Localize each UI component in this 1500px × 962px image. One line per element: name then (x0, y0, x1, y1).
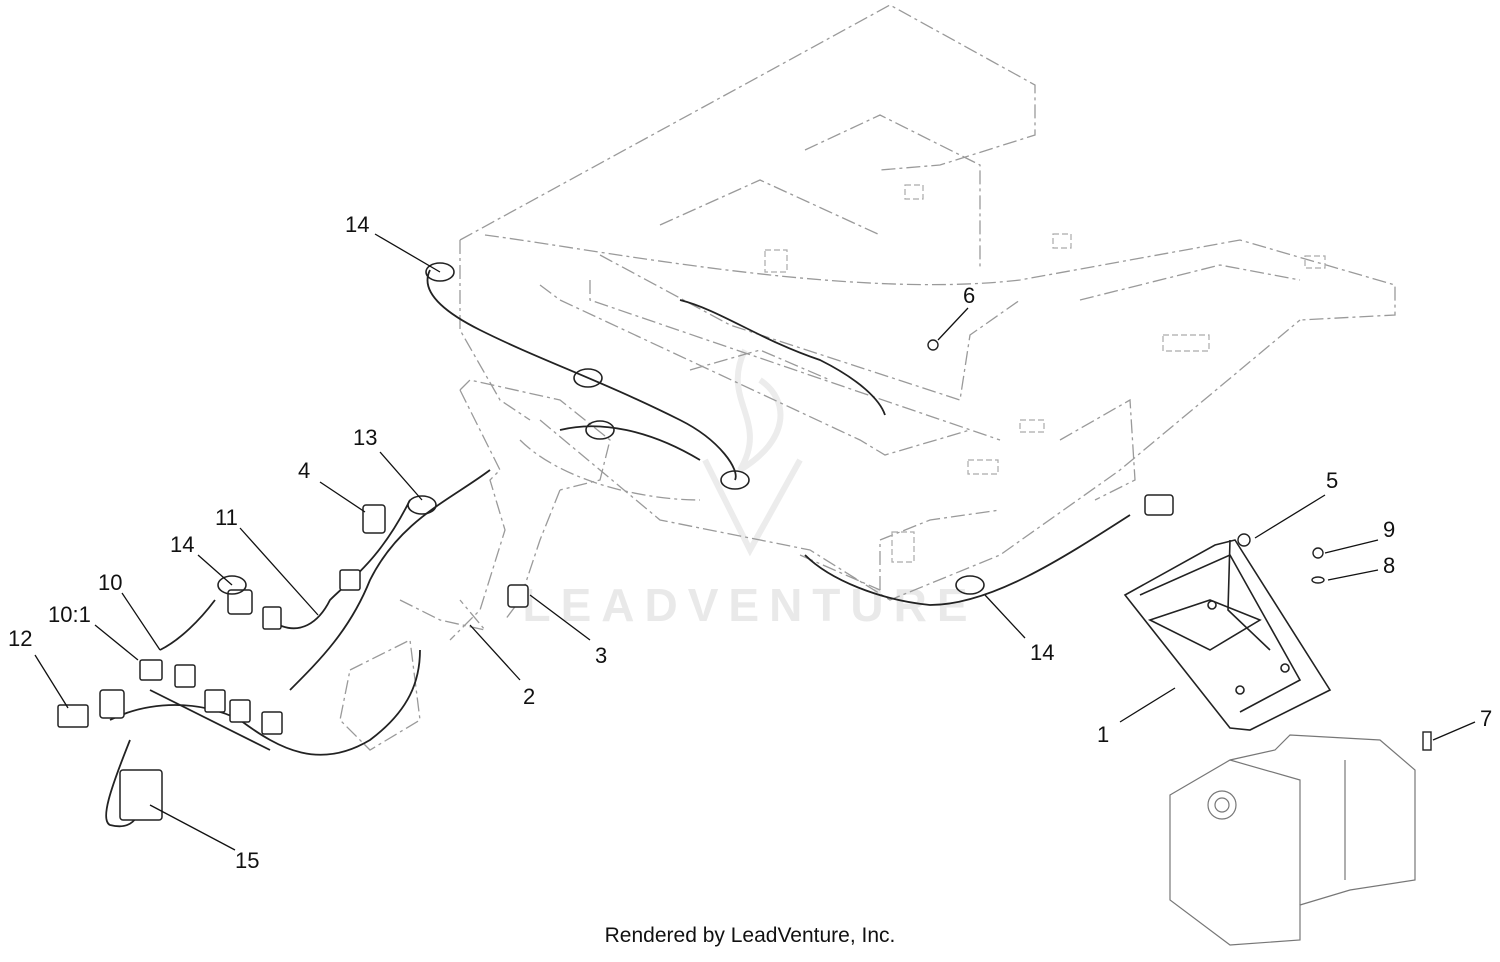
callout-14-top: 14 (345, 212, 369, 237)
watermark: LEADVENTURE (522, 579, 978, 631)
callout-13: 13 (353, 425, 377, 450)
seat-switch-icon (507, 584, 529, 608)
callout-12: 12 (8, 626, 32, 651)
callout-5: 5 (1326, 468, 1338, 493)
cable-ties (217, 262, 985, 595)
watermark-flame-icon (702, 348, 803, 557)
callout-3: 3 (595, 643, 607, 668)
battery-tray (1123, 539, 1332, 731)
callout-9: 9 (1383, 517, 1395, 542)
callout-6: 6 (963, 283, 975, 308)
hour-meter-icon (362, 504, 386, 534)
screw-icon (1422, 731, 1432, 751)
callout-11: 11 (215, 505, 238, 530)
callout-8: 8 (1383, 553, 1395, 578)
nut-icon (927, 339, 939, 351)
callout-15: 15 (235, 848, 259, 873)
bolt-icon (1237, 533, 1251, 547)
callout-14-left: 14 (170, 532, 194, 557)
callout-labels: 14 6 13 4 11 14 10 10:1 12 3 2 14 5 9 8 … (8, 212, 1492, 873)
callout-10-1: 10:1 (48, 602, 91, 627)
footer-credit: Rendered by LeadVenture, Inc. (604, 924, 896, 947)
leader-lines (34, 233, 1476, 851)
mower-frame (459, 4, 1396, 601)
callout-14-right: 14 (1030, 640, 1054, 665)
callout-10: 10 (98, 570, 122, 595)
hardware (927, 339, 1432, 751)
washer-icon (1311, 576, 1325, 584)
ignition-switch-icon (119, 769, 163, 821)
wire-harness (105, 269, 1131, 828)
control-tower (339, 379, 611, 751)
nut-icon-9 (1312, 547, 1324, 559)
harness-components (57, 494, 1174, 821)
fuel-tank (1169, 734, 1416, 946)
frame-slots (764, 184, 1326, 563)
callout-7: 7 (1480, 706, 1492, 731)
callout-1: 1 (1097, 722, 1109, 747)
callout-4: 4 (298, 458, 310, 483)
relay-icon (57, 704, 89, 728)
callout-2: 2 (523, 684, 535, 709)
